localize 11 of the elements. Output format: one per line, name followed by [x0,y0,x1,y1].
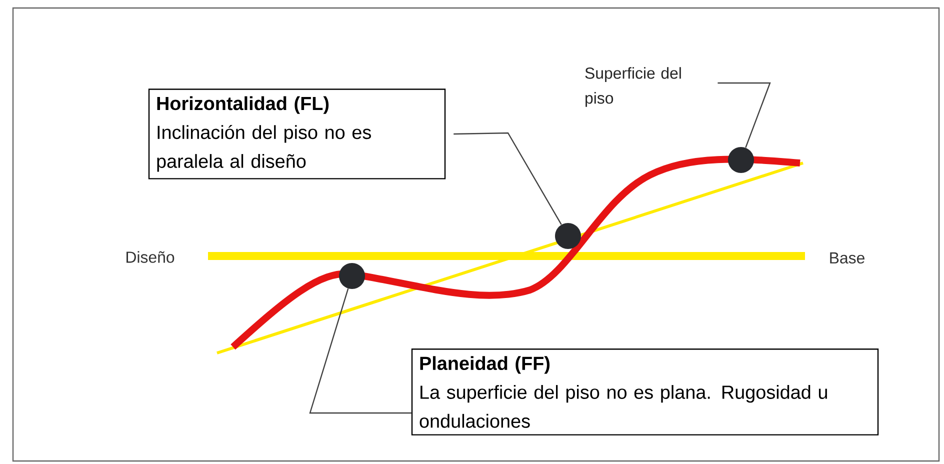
leader-line [718,82,771,148]
side-label: Base [830,252,864,264]
marker-dot [339,263,365,289]
leader-line [454,132,562,225]
callout-text: Superficie del piso [585,67,681,107]
callout-box: Horizontalidad (FL) Inclinación del piso no es paralela al diseño [148,88,446,180]
marker-dot [728,147,754,173]
callout-box: Planeidad (FF) La superficie del piso no es plana. Rugosidad u ondulaciones [411,348,879,436]
leader-line [309,288,412,414]
side-label: Diseño [126,251,174,263]
marker-dot [555,223,581,249]
